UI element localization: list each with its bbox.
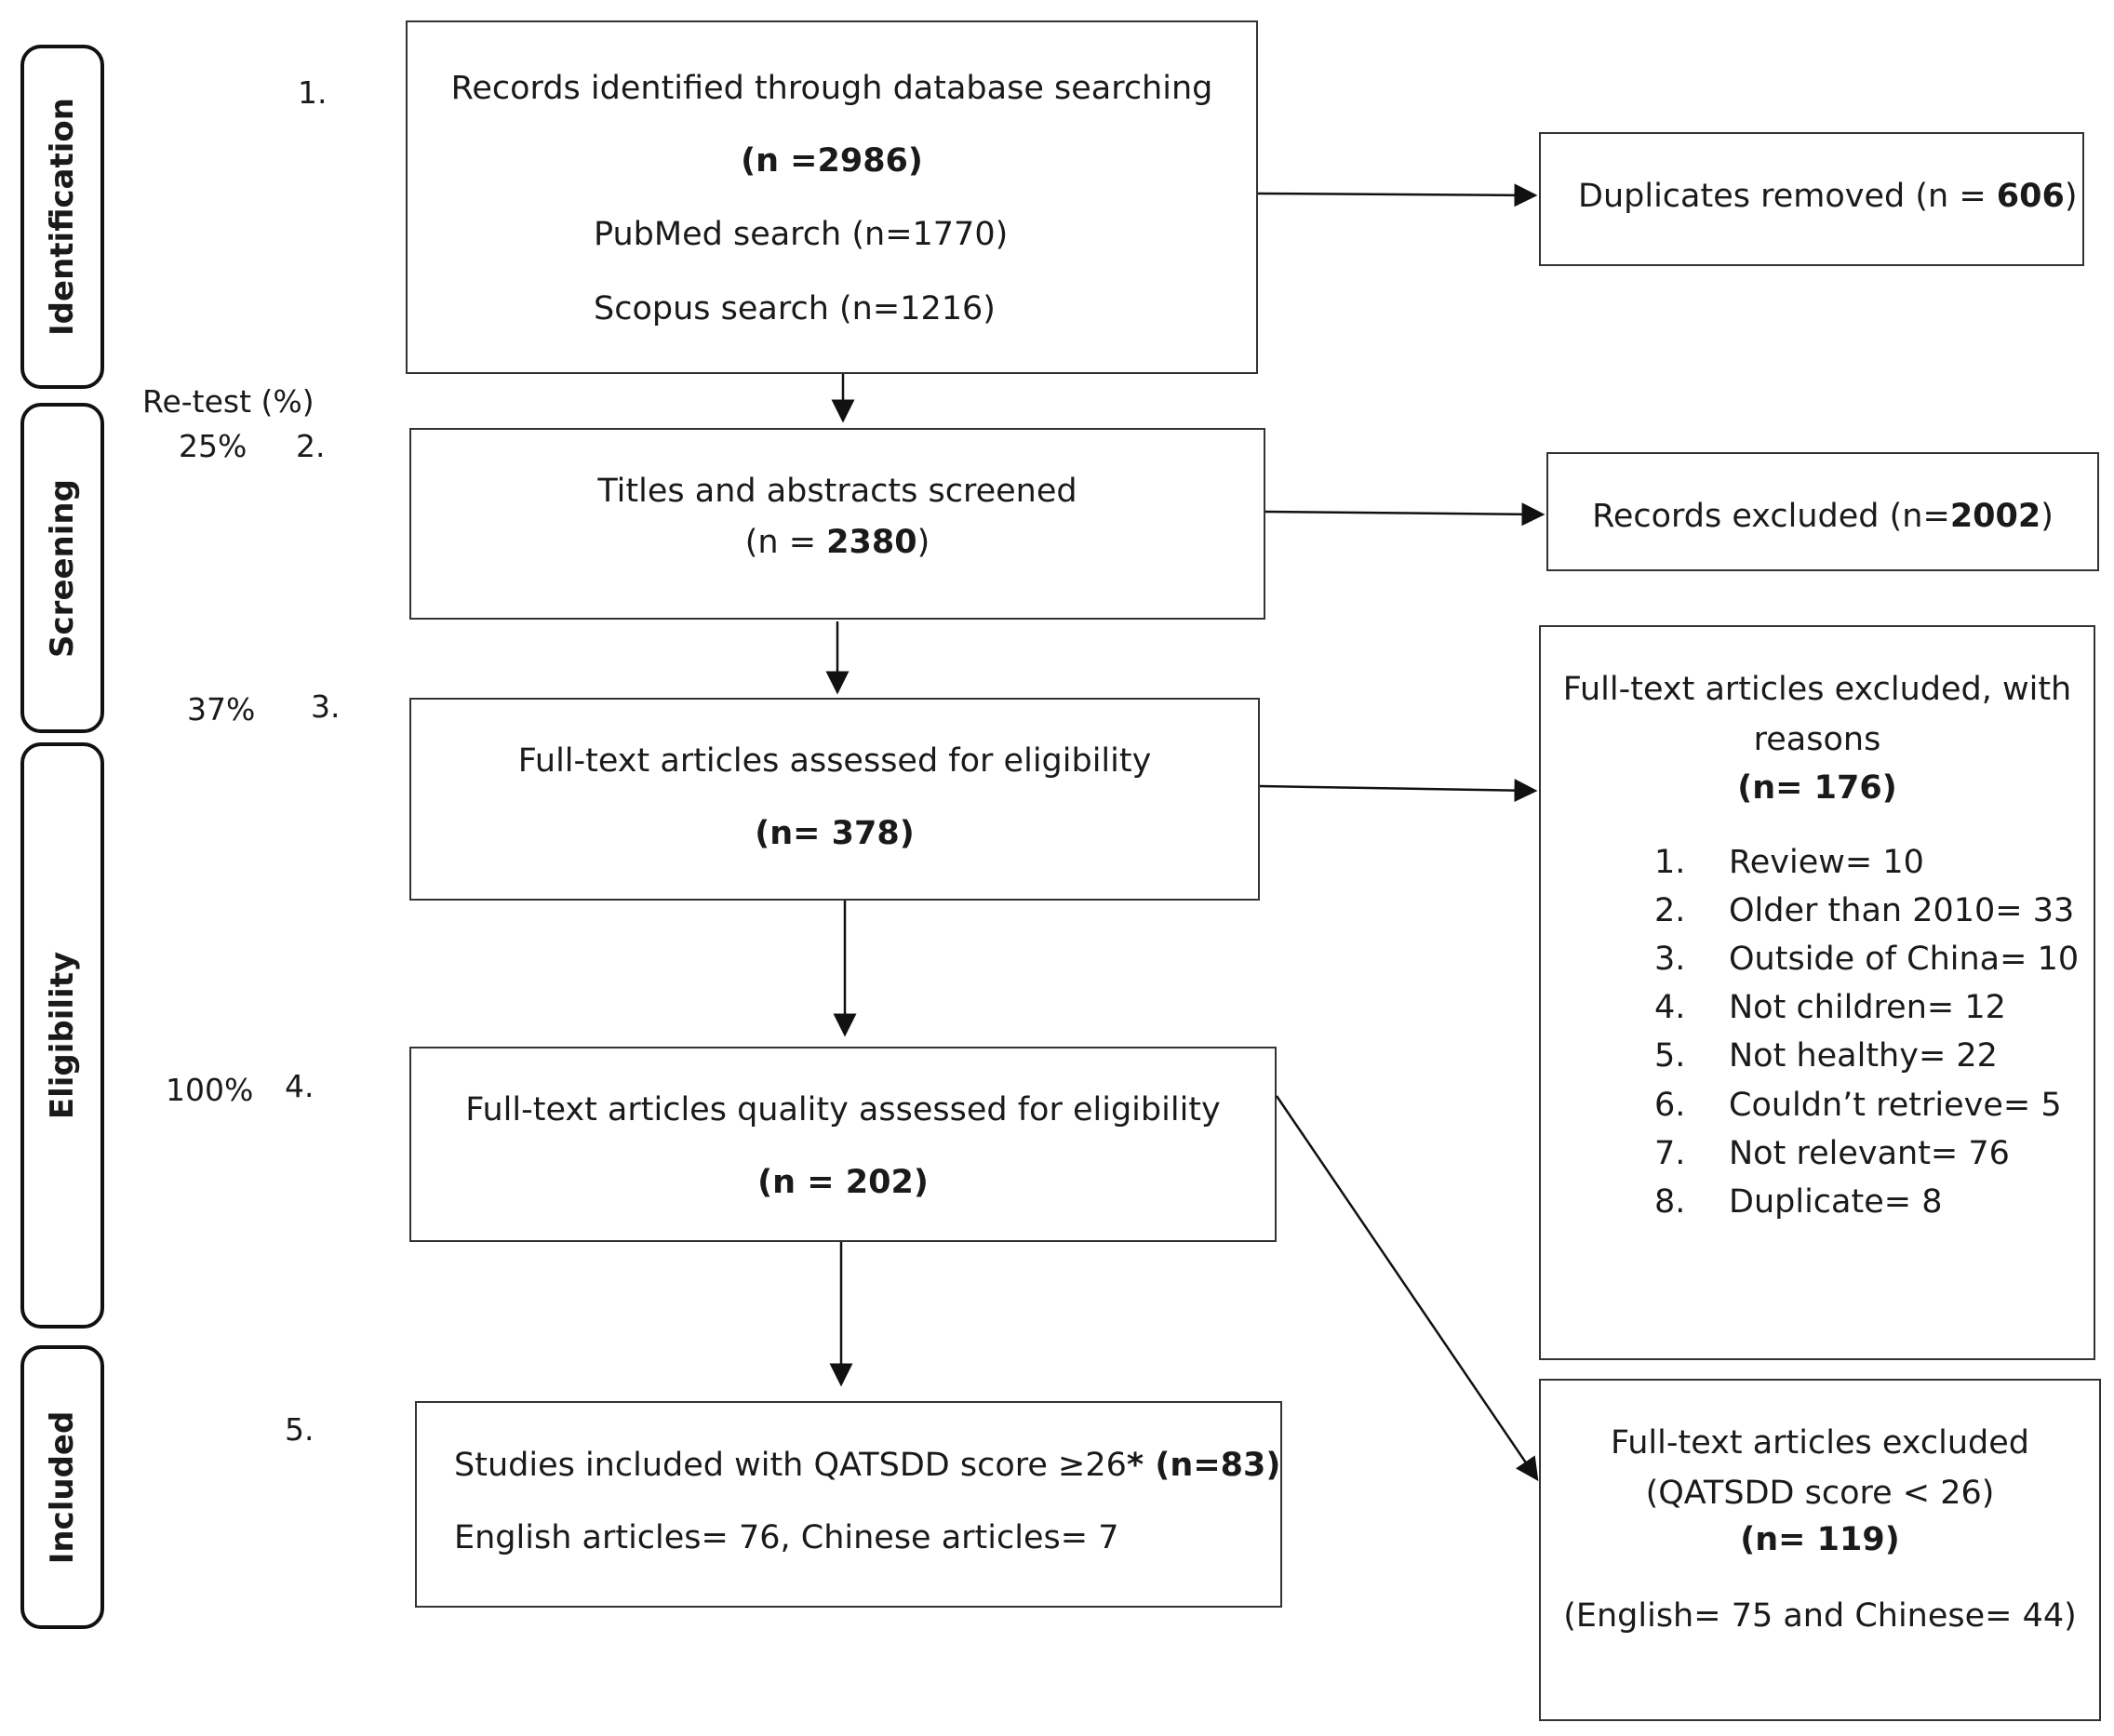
quality-assessed-box: Full-text articles quality assessed for … xyxy=(409,1047,1277,1242)
step-number-1: 1. xyxy=(298,74,328,111)
records-identified-count: (n =2986) xyxy=(741,142,923,180)
quality-excluded-count: (n= 119) xyxy=(1740,1521,1900,1558)
studies-included-text: Studies included with QATSDD score ≥26* … xyxy=(454,1447,1281,1484)
reason-num-8: 8. xyxy=(1654,1183,1686,1221)
stage-included: Included xyxy=(20,1345,104,1629)
step-number-5: 5. xyxy=(285,1411,314,1448)
quality-excluded-criterion: (QATSDD score < 26) xyxy=(1645,1475,1995,1512)
reason-text-5: Not healthy= 22 xyxy=(1729,1037,1998,1075)
fulltext-excluded-box: Full-text articles excluded, with reason… xyxy=(1539,625,2095,1360)
records-excluded-box: Records excluded (n=2002) xyxy=(1546,452,2099,571)
scopus-search: Scopus search (n=1216) xyxy=(594,290,996,327)
reason-num-2: 2. xyxy=(1654,892,1686,929)
quality-excluded-languages: (English= 75 and Chinese= 44) xyxy=(1563,1597,2077,1635)
step-number-2: 2. xyxy=(296,428,326,464)
fulltext-excluded-title-2: reasons xyxy=(1753,721,1881,758)
reason-text-2: Older than 2010= 33 xyxy=(1729,892,2075,929)
quality-assessed-title: Full-text articles quality assessed for … xyxy=(465,1091,1221,1128)
reason-text-7: Not relevant= 76 xyxy=(1729,1135,2010,1172)
reason-text-8: Duplicate= 8 xyxy=(1729,1183,1943,1221)
arrow-fulltext-to-excluded xyxy=(1259,779,1538,803)
pubmed-search: PubMed search (n=1770) xyxy=(594,216,1009,253)
retest-header: Re-test (%) xyxy=(142,383,314,420)
screened-count-line: (n = 2380) xyxy=(744,524,930,561)
stage-eligibility: Eligibility xyxy=(20,742,104,1329)
fulltext-assessed-box: Full-text articles assessed for eligibil… xyxy=(409,698,1260,901)
reason-num-6: 6. xyxy=(1654,1087,1686,1124)
duplicates-removed-text: Duplicates removed (n = 606) xyxy=(1578,178,2078,215)
quality-assessed-count: (n = 202) xyxy=(757,1164,929,1201)
arrow-records-to-duplicates xyxy=(1257,183,1538,207)
stage-identification: Identification xyxy=(20,45,104,389)
fulltext-assessed-count: (n= 378) xyxy=(755,815,915,852)
quality-excluded-box: Full-text articles excluded (QATSDD scor… xyxy=(1539,1379,2101,1721)
retest-pct-3: 37% xyxy=(187,691,256,728)
studies-included-languages: English articles= 76, Chinese articles= … xyxy=(454,1519,1119,1556)
records-identified-box: Records identified through database sear… xyxy=(406,20,1258,374)
screened-title: Titles and abstracts screened xyxy=(597,473,1077,510)
step-number-3: 3. xyxy=(311,688,341,725)
step-number-4: 4. xyxy=(285,1068,314,1104)
reason-num-1: 1. xyxy=(1654,844,1686,881)
retest-pct-4: 100% xyxy=(166,1072,254,1108)
reason-text-3: Outside of China= 10 xyxy=(1729,941,2080,978)
studies-included-count: * (n=83) xyxy=(1126,1447,1281,1484)
screened-count: 2380 xyxy=(826,524,917,561)
reason-num-3: 3. xyxy=(1654,941,1686,978)
studies-included-box: Studies included with QATSDD score ≥26* … xyxy=(415,1401,1282,1608)
retest-pct-2: 25% xyxy=(179,428,248,464)
stage-screening: Screening xyxy=(20,403,104,733)
records-excluded-text: Records excluded (n=2002) xyxy=(1592,498,2054,535)
screened-box: Titles and abstracts screened (n = 2380) xyxy=(409,428,1265,620)
reason-text-1: Review= 10 xyxy=(1729,844,1924,881)
records-identified-title: Records identified through database sear… xyxy=(450,70,1213,107)
reason-num-4: 4. xyxy=(1654,989,1686,1026)
reason-text-6: Couldn’t retrieve= 5 xyxy=(1729,1087,2062,1124)
quality-excluded-title: Full-text articles excluded xyxy=(1611,1424,2029,1462)
arrow-quality-to-excluded xyxy=(1275,1095,1539,1482)
fulltext-assessed-title: Full-text articles assessed for eligibil… xyxy=(517,742,1152,780)
reason-text-4: Not children= 12 xyxy=(1729,989,2006,1026)
duplicates-removed-box: Duplicates removed (n = 606) xyxy=(1539,132,2084,266)
records-excluded-count: 2002 xyxy=(1949,498,2041,535)
duplicates-removed-count: 606 xyxy=(1996,178,2065,215)
fulltext-excluded-count: (n= 176) xyxy=(1737,769,1897,807)
fulltext-excluded-title-1: Full-text articles excluded, with xyxy=(1562,671,2072,708)
arrow-screened-to-excluded xyxy=(1264,502,1545,527)
reason-num-7: 7. xyxy=(1654,1135,1686,1172)
reason-num-5: 5. xyxy=(1654,1037,1686,1075)
